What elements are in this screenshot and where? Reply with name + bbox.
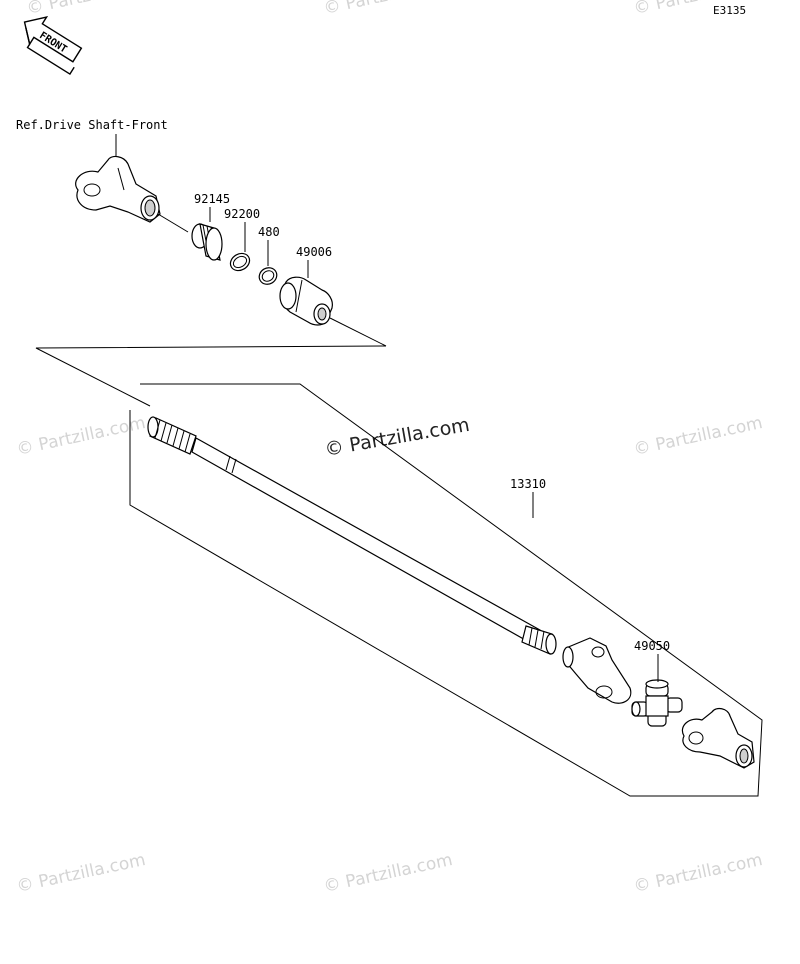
watermark-bottom-center: © Partzilla.com <box>322 850 454 897</box>
lower-yoke-left <box>562 637 632 704</box>
label-49050: 49050 <box>634 639 670 653</box>
watermark-bottom-right: © Partzilla.com <box>632 850 764 897</box>
part-13310-shaft <box>147 416 557 655</box>
part-92200-ring <box>229 252 251 272</box>
label-49006: 49006 <box>296 245 332 259</box>
label-92200: 92200 <box>224 207 260 221</box>
axis-line-upper-1 <box>157 213 189 233</box>
watermark-top-center: © Partzilla.com <box>322 0 454 19</box>
front-yoke <box>75 155 161 223</box>
assembly-outline <box>129 383 763 797</box>
reference-label: Ref.Drive Shaft-Front <box>16 118 168 132</box>
front-arrow-icon: FRONT <box>23 15 83 76</box>
watermark-center: © Partzilla.com <box>323 414 471 461</box>
part-480-circlip <box>258 267 278 285</box>
watermark-bottom-left: © Partzilla.com <box>15 850 147 897</box>
label-92145: 92145 <box>194 192 230 206</box>
part-49050-spider <box>631 679 683 727</box>
label-480: 480 <box>258 225 280 239</box>
label-13310: 13310 <box>510 477 546 491</box>
axis-line-upper-2 <box>329 317 387 347</box>
bracket-upper <box>35 345 387 407</box>
part-92145-spring <box>191 223 223 261</box>
watermark-mid-right: © Partzilla.com <box>632 413 764 460</box>
diagram-code: E3135 <box>713 4 746 17</box>
lower-yoke-right <box>681 707 755 769</box>
watermark-top-left: © Partzilla.com <box>25 0 157 19</box>
watermark-mid-left: © Partzilla.com <box>15 413 147 460</box>
part-49006-boot <box>279 276 333 326</box>
